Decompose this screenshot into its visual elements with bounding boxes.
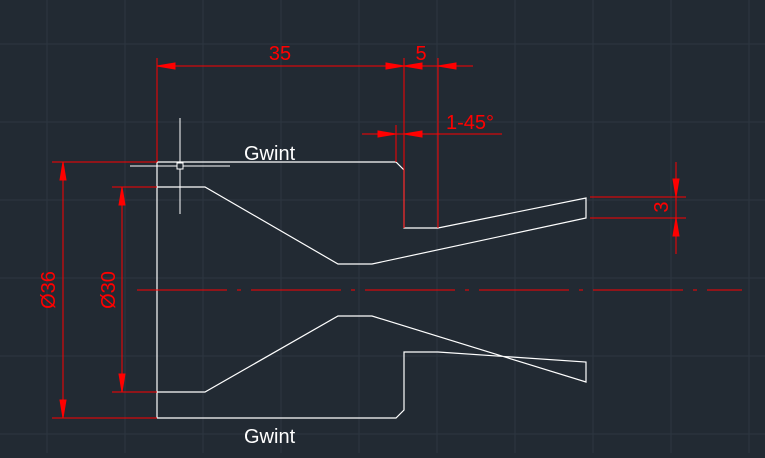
thread-label-bottom: Gwint xyxy=(244,426,296,448)
thread-labels: Gwint Gwint xyxy=(244,143,296,448)
thread-label-top: Gwint xyxy=(244,143,296,165)
arrow-30-top xyxy=(118,186,126,206)
arrow-3-top xyxy=(672,178,680,198)
outline-bottom-outer xyxy=(157,315,587,419)
arrow-35-left xyxy=(156,62,176,70)
arrow-30-bottom xyxy=(118,373,126,393)
dim-35-text: 35 xyxy=(269,43,291,65)
arrow-35-right xyxy=(385,62,405,70)
arrow-chamfer-left xyxy=(377,130,397,138)
arrow-3-bottom xyxy=(672,217,680,237)
arrow-36-top xyxy=(59,161,67,181)
dimensions xyxy=(52,58,686,419)
arrow-36-bottom xyxy=(59,399,67,419)
dim-30-text: Ø30 xyxy=(98,271,120,309)
arrow-5-right xyxy=(437,62,457,70)
arrow-5-left xyxy=(403,62,423,70)
crosshair-cursor-icon[interactable] xyxy=(130,118,230,214)
dim-3-text: 3 xyxy=(651,201,673,212)
dim-chamfer-text: 1-45° xyxy=(446,112,494,134)
dimension-texts: 35 5 1-45° 3 Ø36 Ø30 xyxy=(38,43,673,309)
dim-5-text: 5 xyxy=(415,43,426,65)
arrow-chamfer-right xyxy=(403,130,423,138)
outline-top-outer xyxy=(157,161,587,265)
dim-36-text: Ø36 xyxy=(38,271,60,309)
